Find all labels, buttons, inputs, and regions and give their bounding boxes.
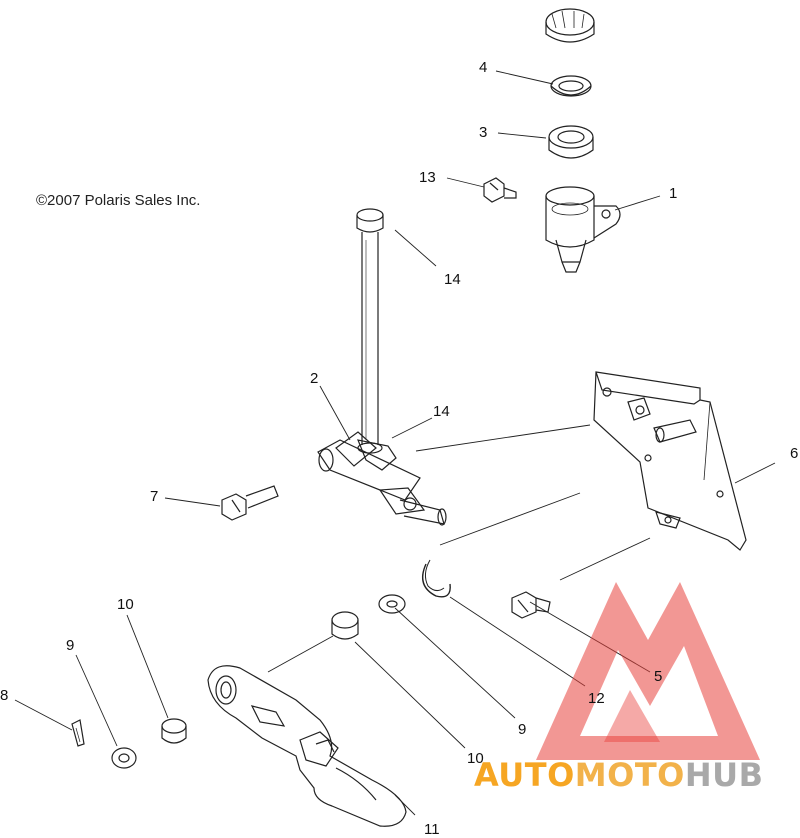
master-cylinder-part-1	[545, 186, 621, 273]
callout-1: 1	[669, 185, 678, 202]
pedal-part-11	[207, 665, 407, 827]
callout-6: 6	[790, 445, 799, 462]
clip-part-12	[422, 559, 451, 598]
bolt-part-7	[221, 485, 279, 521]
fitting-part-2	[317, 431, 447, 526]
bushing-part-10-upper	[331, 611, 359, 640]
callout-13: 13	[419, 169, 436, 186]
callout-3: 3	[479, 124, 488, 141]
callout-10-lower: 10	[117, 596, 134, 613]
callout-9-upper: 9	[518, 721, 527, 738]
callout-4: 4	[479, 59, 488, 76]
bolt-part-5	[511, 591, 551, 619]
leader-lines	[14, 70, 776, 816]
callout-14-lower: 14	[433, 403, 450, 420]
callout-9-lower: 9	[66, 637, 75, 654]
callout-7: 7	[150, 488, 159, 505]
callout-11: 11	[424, 821, 440, 838]
watermark-text-moto: MOTO	[574, 756, 685, 794]
watermark-text-auto: AUTO	[474, 756, 575, 794]
diaphragm-part-4	[550, 75, 592, 97]
cotter-pin-part-8	[71, 719, 85, 747]
bushing-part-10-lower	[161, 718, 187, 744]
callout-10-upper: 10	[467, 750, 484, 767]
callout-12: 12	[588, 690, 605, 707]
callout-2: 2	[310, 370, 319, 387]
bracket-part-6	[593, 371, 747, 551]
watermark-text-hub: HUB	[684, 756, 764, 794]
washer-part-9-lower	[111, 747, 137, 769]
washer-part-9-upper	[378, 594, 406, 614]
bolt-part-13	[483, 177, 517, 203]
copyright-notice: ©2007 Polaris Sales Inc.	[36, 192, 201, 209]
watermark-text: AUTOMOTOHUB	[474, 756, 764, 794]
callout-8: 8	[0, 687, 9, 704]
callout-14-upper: 14	[444, 271, 461, 288]
watermark-logo	[536, 582, 760, 760]
reservoir-cap	[545, 8, 595, 43]
plate-part-3	[548, 125, 594, 159]
hose-part-14	[356, 208, 384, 454]
callout-5: 5	[654, 668, 663, 685]
